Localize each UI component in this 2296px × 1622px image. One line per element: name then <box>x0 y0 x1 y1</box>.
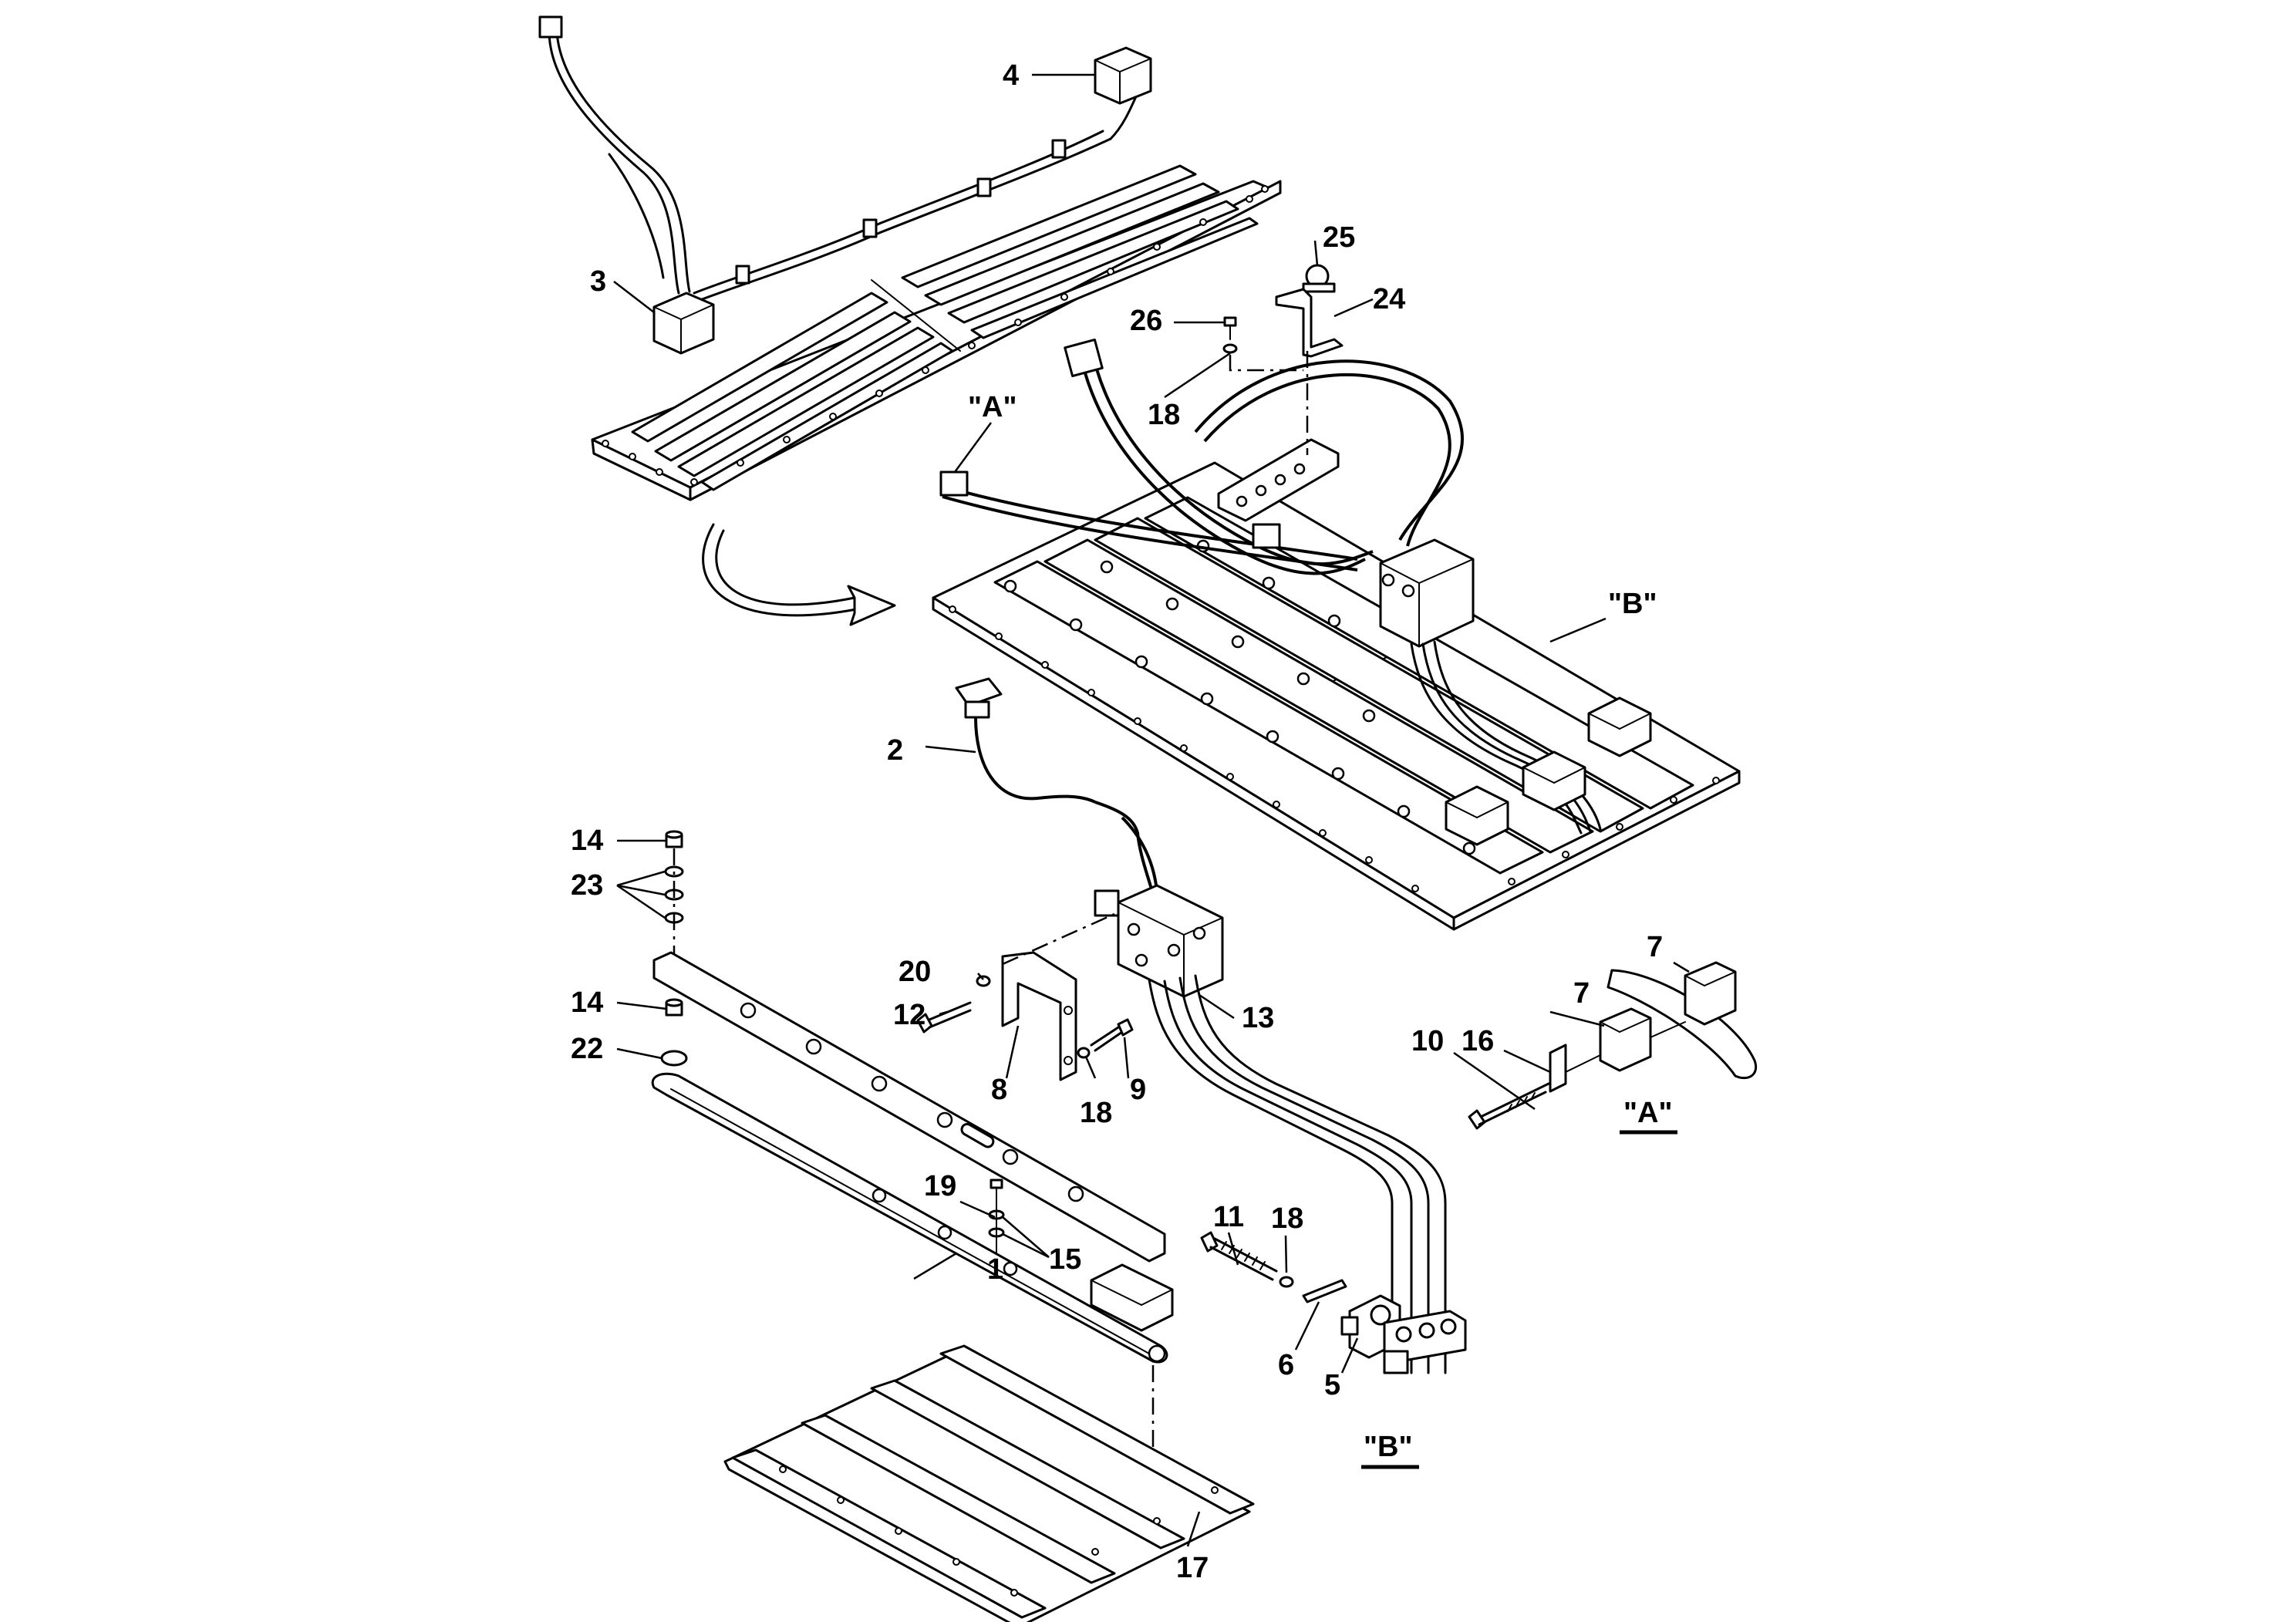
view-b-callout: "B" <box>1608 588 1657 620</box>
callout-26: 26 <box>1130 305 1162 337</box>
overall-end-connector <box>538 15 563 39</box>
callout-9: 9 <box>1130 1074 1146 1106</box>
harness-2 <box>974 717 1096 804</box>
enlarged-plate-bolts <box>1003 539 1476 855</box>
callout-14-lower: 14 <box>571 986 603 1019</box>
callout-15: 15 <box>1049 1243 1081 1276</box>
clamp-strip-upper <box>652 951 1166 1263</box>
view-a-detail-title: "A" <box>1623 1097 1672 1129</box>
screw-9 <box>1090 1018 1134 1052</box>
enlarged-module-box <box>1379 538 1475 648</box>
screw-26 <box>1223 316 1237 327</box>
module-box-4 <box>1094 46 1152 105</box>
callout-4: 4 <box>1003 59 1019 92</box>
callout-6: 6 <box>1278 1349 1294 1381</box>
callout-17: 17 <box>1176 1552 1209 1584</box>
view-b-detail-title: "B" <box>1364 1431 1412 1463</box>
callout-5: 5 <box>1324 1369 1340 1401</box>
screw-12 <box>916 1001 972 1034</box>
leader-lines <box>613 73 1690 1547</box>
washer-18-mid <box>1077 1047 1091 1059</box>
connector-2 <box>955 677 1003 707</box>
callout-24: 24 <box>1373 283 1405 315</box>
callout-25: 25 <box>1323 221 1355 254</box>
base-plate-17 <box>723 1344 1255 1622</box>
enlarged-assembly-view <box>932 338 1741 931</box>
box-side-connector <box>1094 889 1120 917</box>
clamp-half-7-lower <box>1599 1007 1652 1072</box>
callout-10: 10 <box>1411 1025 1444 1057</box>
bolt-10 <box>1468 1109 1486 1130</box>
bracket-parts-group <box>1222 264 1344 455</box>
washer-22 <box>660 1050 688 1067</box>
module-box-3 <box>652 292 715 355</box>
callout-20: 20 <box>899 956 931 988</box>
callout-13: 13 <box>1242 1002 1274 1034</box>
overall-plate-holes <box>602 185 1269 486</box>
bracket-8 <box>1001 951 1077 1081</box>
washer-18-upper <box>1222 343 1238 354</box>
callout-3: 3 <box>590 265 606 298</box>
callout-7-right: 7 <box>1647 931 1663 963</box>
callout-8: 8 <box>991 1074 1007 1106</box>
enlarged-plate-holes <box>949 605 1720 892</box>
lower-strip-subassembly <box>651 830 1255 1622</box>
spacer-16 <box>1549 1044 1567 1093</box>
view-a-callout: "A" <box>968 391 1017 423</box>
bracket-24 <box>1275 288 1344 358</box>
callout-7-left: 7 <box>1573 977 1590 1010</box>
callout-11: 11 <box>1213 1201 1244 1233</box>
clamp-view-a-location <box>939 470 969 497</box>
washer-20 <box>976 975 991 987</box>
strip-sensor-box <box>1090 1263 1174 1332</box>
callout-23: 23 <box>571 869 603 902</box>
callout-2: 2 <box>887 734 903 767</box>
callout-1: 1 <box>987 1253 1003 1286</box>
callout-19: 19 <box>924 1170 956 1202</box>
transfer-arrow <box>702 523 896 626</box>
detail-view-a <box>1468 961 1758 1130</box>
callout-14-upper: 14 <box>571 824 603 857</box>
clamp-half-7-upper <box>1684 961 1737 1026</box>
enlarged-sensor-boxes <box>1445 696 1652 846</box>
enlarged-harness-connector <box>1064 338 1104 378</box>
control-box-13 <box>1117 884 1224 998</box>
callout-16: 16 <box>1462 1025 1494 1057</box>
callout-labels: 1 2 3 4 5 6 7 7 8 9 10 11 12 13 14 14 15… <box>571 59 1672 1584</box>
harness-wires-lower <box>1148 974 1447 1374</box>
wire-clamp-blocks <box>1383 1310 1467 1374</box>
callout-18-mid: 18 <box>1080 1097 1112 1129</box>
screw-11 <box>1200 1231 1219 1253</box>
control-box-subassembly <box>916 677 1447 1374</box>
callout-18-upper: 18 <box>1148 399 1180 431</box>
overall-assembly-view <box>538 15 1282 501</box>
callout-18-lower: 18 <box>1271 1202 1303 1235</box>
bolt-19 <box>990 1179 1003 1189</box>
washer-18-lower <box>1279 1276 1294 1288</box>
callout-12: 12 <box>893 999 925 1031</box>
fastener-group-b <box>1200 1231 1467 1374</box>
callout-22: 22 <box>571 1033 603 1065</box>
clip-plate-6 <box>1302 1279 1347 1303</box>
